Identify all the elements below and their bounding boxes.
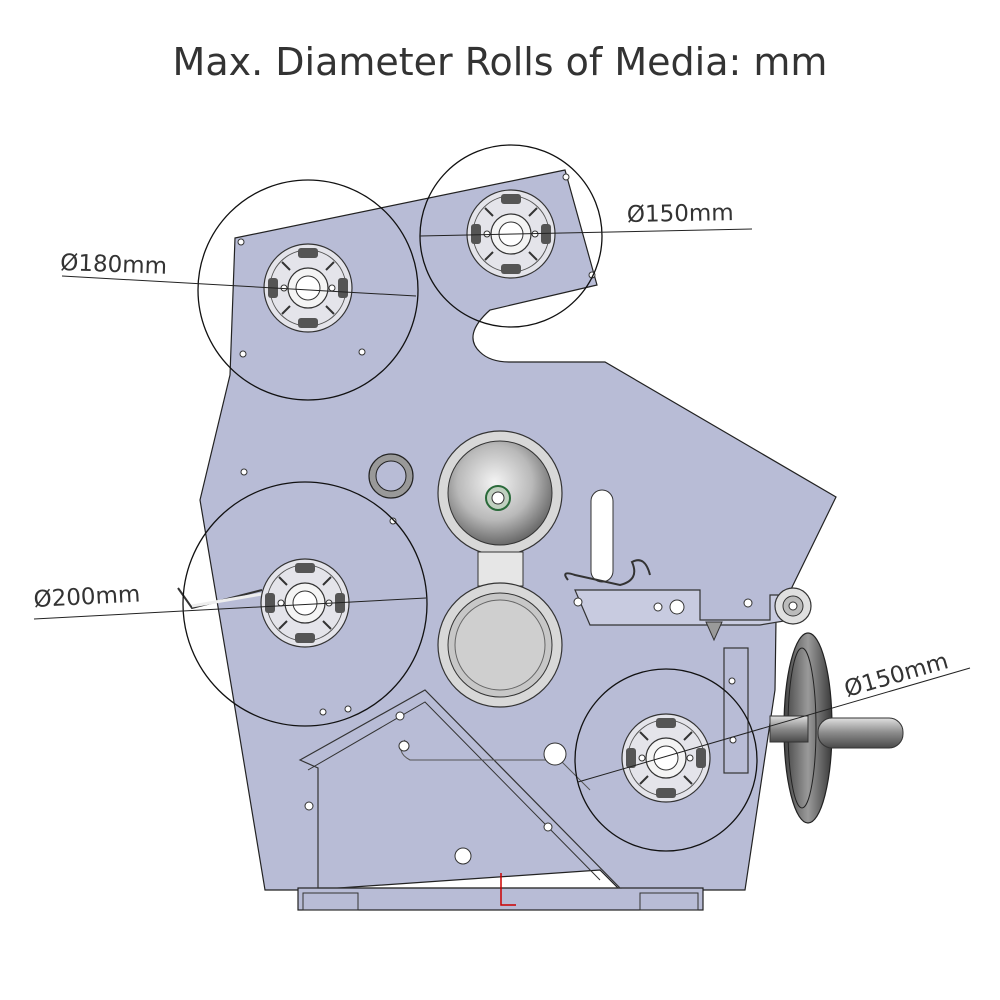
dim-line-150-bottom	[577, 667, 971, 783]
handwheel-knob	[817, 717, 904, 749]
roll-outline-200	[182, 481, 428, 727]
axis-marker	[500, 873, 516, 906]
roll-hub-150-bottom	[621, 713, 711, 803]
dim-label-200: Ø200mm	[33, 581, 141, 613]
roll-outline-180	[197, 179, 419, 401]
dim-label-180: Ø180mm	[60, 250, 168, 280]
hook-wire	[564, 559, 651, 587]
vertical-slot	[590, 489, 614, 583]
dim-line-150-top	[419, 228, 753, 237]
vertical-rail	[723, 647, 749, 774]
page-title: Max. Diameter Rolls of Media: mm	[172, 40, 828, 84]
lower-bracket	[298, 689, 622, 889]
roll-outline-150-bottom	[574, 668, 758, 852]
dim-label-150-top: Ø150mm	[627, 200, 734, 228]
dim-line-180	[61, 275, 417, 297]
dim-line-200	[33, 597, 427, 620]
dim-label-150-bottom: Ø150mm	[841, 648, 951, 702]
